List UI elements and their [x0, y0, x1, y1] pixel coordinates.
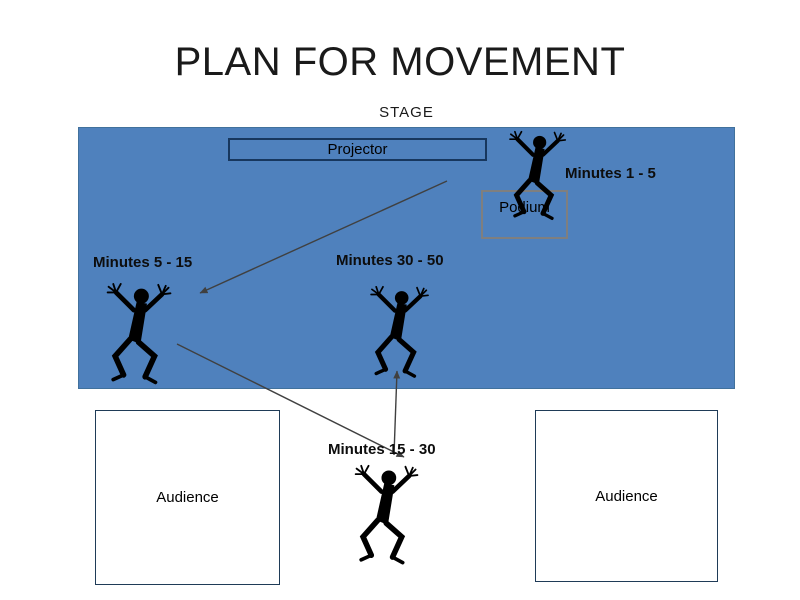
slide-title: PLAN FOR MOVEMENT — [174, 40, 626, 84]
projector-box: Projector — [228, 138, 487, 161]
audience-box-left: Audience — [95, 410, 280, 585]
label-minutes-1-5: Minutes 1 - 5 — [565, 165, 656, 182]
stage-label: STAGE — [379, 104, 434, 121]
dancer-icon-minutes-5-15 — [102, 282, 177, 390]
label-minutes-15-30: Minutes 15 - 30 — [328, 441, 436, 458]
dancer-icon-minutes-30-50 — [366, 285, 434, 383]
audience-right-label: Audience — [595, 487, 658, 505]
audience-left-label: Audience — [156, 489, 219, 506]
audience-box-right: Audience — [535, 410, 718, 582]
dancer-icon-minutes-15-30 — [350, 464, 424, 570]
label-minutes-30-50: Minutes 30 - 50 — [336, 252, 444, 269]
dancer-icon-minutes-1-5 — [505, 130, 571, 225]
projector-label: Projector — [327, 141, 388, 158]
label-minutes-5-15: Minutes 5 - 15 — [93, 254, 193, 271]
